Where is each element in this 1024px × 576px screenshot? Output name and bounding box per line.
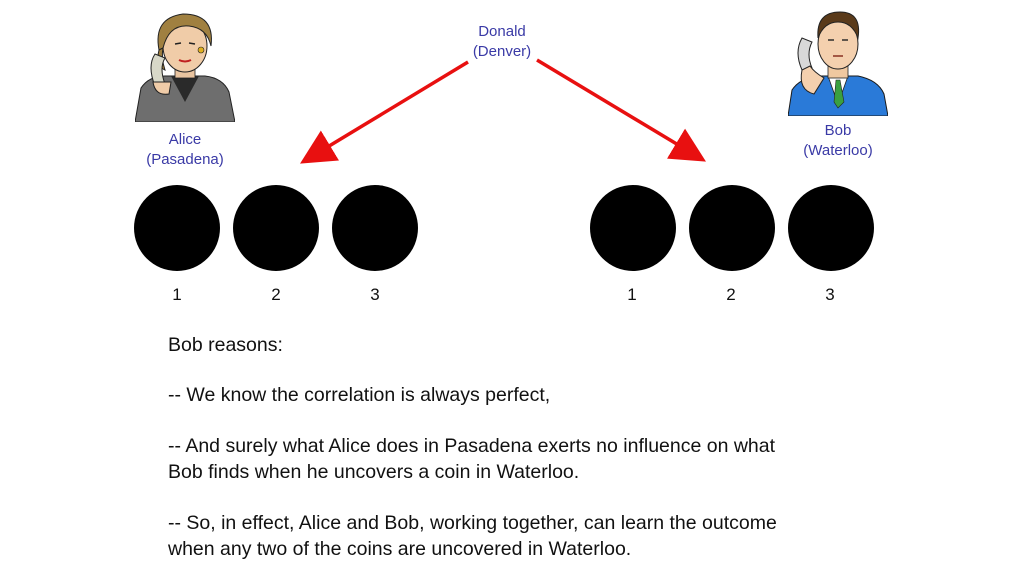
reasoning-line-2b: Bob finds when he uncovers a coin in Wat… — [168, 461, 580, 483]
alice-place: (Pasadena) — [146, 151, 224, 168]
bob-place: (Waterloo) — [803, 142, 873, 159]
bob-coin-3 — [788, 185, 874, 271]
bob-coin-1 — [590, 185, 676, 271]
reasoning-line-3a: -- So, in effect, Alice and Bob, working… — [168, 512, 777, 534]
reasoning-line-2a: -- And surely what Alice does in Pasaden… — [168, 435, 776, 457]
alice-illustration — [135, 13, 235, 122]
reasoning-heading: Bob reasons: — [168, 334, 283, 356]
bob-coin-2-number: 2 — [726, 285, 736, 304]
alice-coin-2 — [233, 185, 319, 271]
arrow-to-alice — [300, 60, 469, 164]
reasoning-line-1: -- We know the correlation is always per… — [168, 384, 551, 406]
donald-label: Donald (Denver) — [452, 22, 552, 62]
donald-name: Donald — [478, 23, 526, 40]
alice-coin-3 — [332, 185, 418, 271]
donald-place: (Denver) — [472, 43, 532, 60]
bob-coin-1-number: 1 — [627, 285, 637, 304]
bob-illustration — [788, 11, 888, 116]
alice-coin-2-number: 2 — [271, 285, 281, 304]
bob-coin-2 — [689, 185, 775, 271]
bob-coin-3-number: 3 — [825, 285, 835, 304]
alice-label: Alice (Pasadena) — [125, 130, 245, 170]
alice-coin-1-number: 1 — [172, 285, 182, 304]
arrow-to-bob — [536, 58, 706, 162]
bob-label: Bob (Waterloo) — [778, 121, 898, 161]
alice-name: Alice — [168, 131, 202, 148]
bob-name: Bob — [824, 122, 852, 139]
alice-coin-3-number: 3 — [370, 285, 380, 304]
alice-coin-1 — [134, 185, 220, 271]
reasoning-line-3b: when any two of the coins are uncovered … — [168, 538, 632, 560]
